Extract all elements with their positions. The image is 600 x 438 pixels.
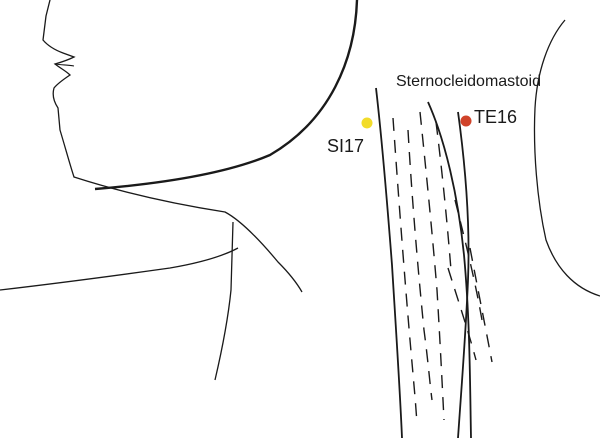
si17-label: SI17 bbox=[327, 136, 364, 156]
throat-outline bbox=[73, 176, 303, 293]
face-profile-outline bbox=[42, 0, 76, 178]
te16-label: TE16 bbox=[474, 107, 517, 127]
te16-point-marker bbox=[460, 115, 472, 127]
sternocleidomastoid-label: Sternocleidomastoid bbox=[396, 73, 541, 90]
jaw-line bbox=[94, 0, 359, 191]
fibre-3 bbox=[419, 111, 445, 421]
fibre-2 bbox=[407, 129, 433, 401]
scm-anterior-border bbox=[375, 87, 403, 438]
fibre-4 bbox=[435, 121, 452, 271]
si17-point-marker bbox=[361, 117, 373, 129]
lip-line bbox=[54, 63, 75, 67]
nape-outline bbox=[533, 19, 600, 297]
scm-split-line bbox=[457, 111, 470, 438]
fibre-5 bbox=[447, 267, 477, 361]
fibre-1 bbox=[392, 117, 418, 426]
scm-fibres bbox=[392, 111, 493, 426]
fibre-7 bbox=[469, 247, 493, 363]
scm-posterior-border bbox=[427, 101, 472, 438]
chest-line bbox=[214, 221, 234, 381]
clavicle-line bbox=[0, 247, 239, 291]
